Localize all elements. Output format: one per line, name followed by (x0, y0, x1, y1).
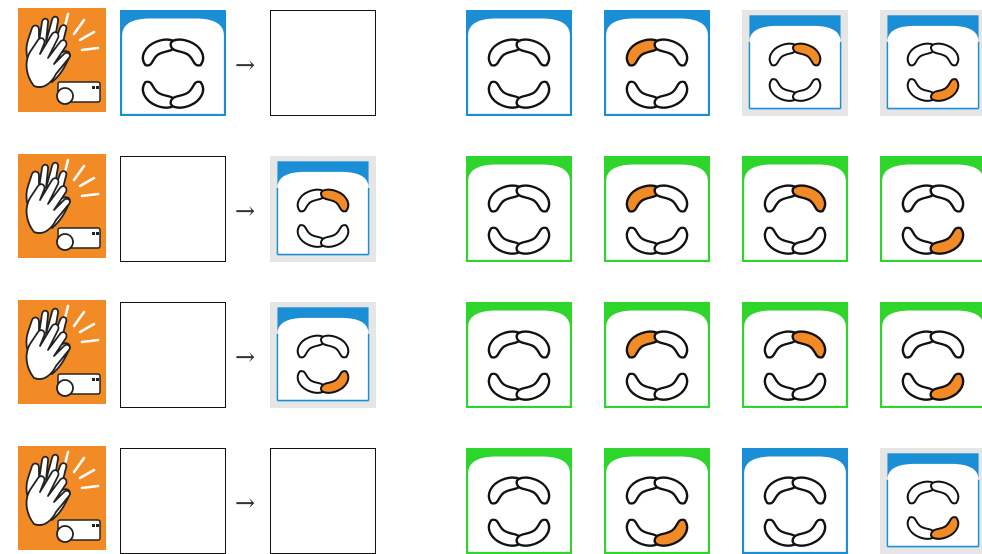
button-icon (515, 38, 551, 67)
gamepad-card-icon (742, 10, 848, 116)
button-icon (791, 226, 827, 255)
prompt-first-blank[interactable] (120, 156, 226, 262)
clapping-hands-projector-icon (18, 446, 106, 550)
gamepad-card-icon (742, 448, 848, 554)
button-icon (515, 372, 551, 401)
button-icon (929, 184, 965, 213)
active-button-icon (653, 518, 689, 547)
active-button-icon (929, 226, 965, 255)
button-icon (653, 372, 689, 401)
button-icon (515, 184, 551, 213)
gamepad-card-icon (466, 156, 572, 262)
gamepad-card-icon (466, 10, 572, 116)
gamepad-card-icon (880, 10, 982, 116)
option-card-2[interactable] (604, 10, 710, 116)
arrow-icon: → (234, 51, 256, 79)
gamepad-card-icon (604, 10, 710, 116)
option-card-2[interactable] (604, 156, 710, 262)
button-icon (320, 224, 350, 248)
button-icon (515, 476, 551, 505)
button-icon (792, 78, 822, 102)
button-icon (653, 226, 689, 255)
button-icon (791, 518, 827, 547)
prompt-second-card[interactable] (270, 302, 376, 408)
prompt-second-blank[interactable] (270, 10, 376, 116)
option-card-4[interactable] (880, 448, 982, 554)
prompt-first-blank[interactable] (120, 302, 226, 408)
active-button-icon (791, 184, 827, 213)
option-card-3[interactable] (742, 302, 848, 408)
button-icon (653, 330, 689, 359)
option-card-1[interactable] (466, 302, 572, 408)
button-icon (653, 38, 689, 67)
option-card-4[interactable] (880, 302, 982, 408)
active-button-icon (791, 330, 827, 359)
button-icon (515, 518, 551, 547)
option-card-1[interactable] (466, 448, 572, 554)
prompt-first-card[interactable] (120, 10, 226, 116)
option-card-1[interactable] (466, 10, 572, 116)
button-icon (515, 330, 551, 359)
button-icon (791, 372, 827, 401)
gamepad-card-icon (880, 302, 982, 408)
button-icon (791, 476, 827, 505)
arrow-icon: → (234, 197, 256, 225)
gamepad-card-icon (604, 156, 710, 262)
active-button-icon (929, 372, 965, 401)
gamepad-card-icon (742, 302, 848, 408)
active-button-icon (930, 78, 960, 102)
button-icon (515, 80, 551, 109)
button-icon (930, 42, 960, 67)
clapping-hands-projector-icon (18, 154, 106, 258)
active-button-icon (320, 188, 350, 213)
gamepad-card-icon (604, 448, 710, 554)
button-icon (169, 80, 205, 109)
arrow-icon: → (234, 489, 256, 517)
button-icon (169, 38, 205, 67)
button-icon (320, 334, 350, 359)
gamepad-card-icon (880, 156, 982, 262)
gamepad-card-icon (604, 302, 710, 408)
gamepad-card-icon (880, 448, 982, 554)
gamepad-card-icon (120, 10, 226, 116)
option-card-4[interactable] (880, 156, 982, 262)
gamepad-card-icon (466, 302, 572, 408)
gamepad-card-icon (742, 156, 848, 262)
gamepad-card-icon (466, 448, 572, 554)
option-card-1[interactable] (466, 156, 572, 262)
clapping-hands-projector-icon (18, 300, 106, 404)
arrow-icon: → (234, 343, 256, 371)
option-card-3[interactable] (742, 10, 848, 116)
gamepad-card-icon (270, 156, 376, 262)
button-icon (653, 184, 689, 213)
option-card-2[interactable] (604, 448, 710, 554)
active-button-icon (320, 370, 350, 394)
button-icon (929, 330, 965, 359)
gamepad-card-icon (270, 302, 376, 408)
prompt-first-blank[interactable] (120, 448, 226, 554)
option-card-4[interactable] (880, 10, 982, 116)
clapping-hands-projector-icon (18, 8, 106, 112)
active-button-icon (792, 42, 822, 67)
option-card-3[interactable] (742, 156, 848, 262)
prompt-second-blank[interactable] (270, 448, 376, 554)
button-icon (930, 480, 960, 505)
prompt-second-card[interactable] (270, 156, 376, 262)
active-button-icon (930, 516, 960, 540)
button-icon (515, 226, 551, 255)
button-icon (653, 476, 689, 505)
button-icon (653, 80, 689, 109)
option-card-3[interactable] (742, 448, 848, 554)
option-card-2[interactable] (604, 302, 710, 408)
